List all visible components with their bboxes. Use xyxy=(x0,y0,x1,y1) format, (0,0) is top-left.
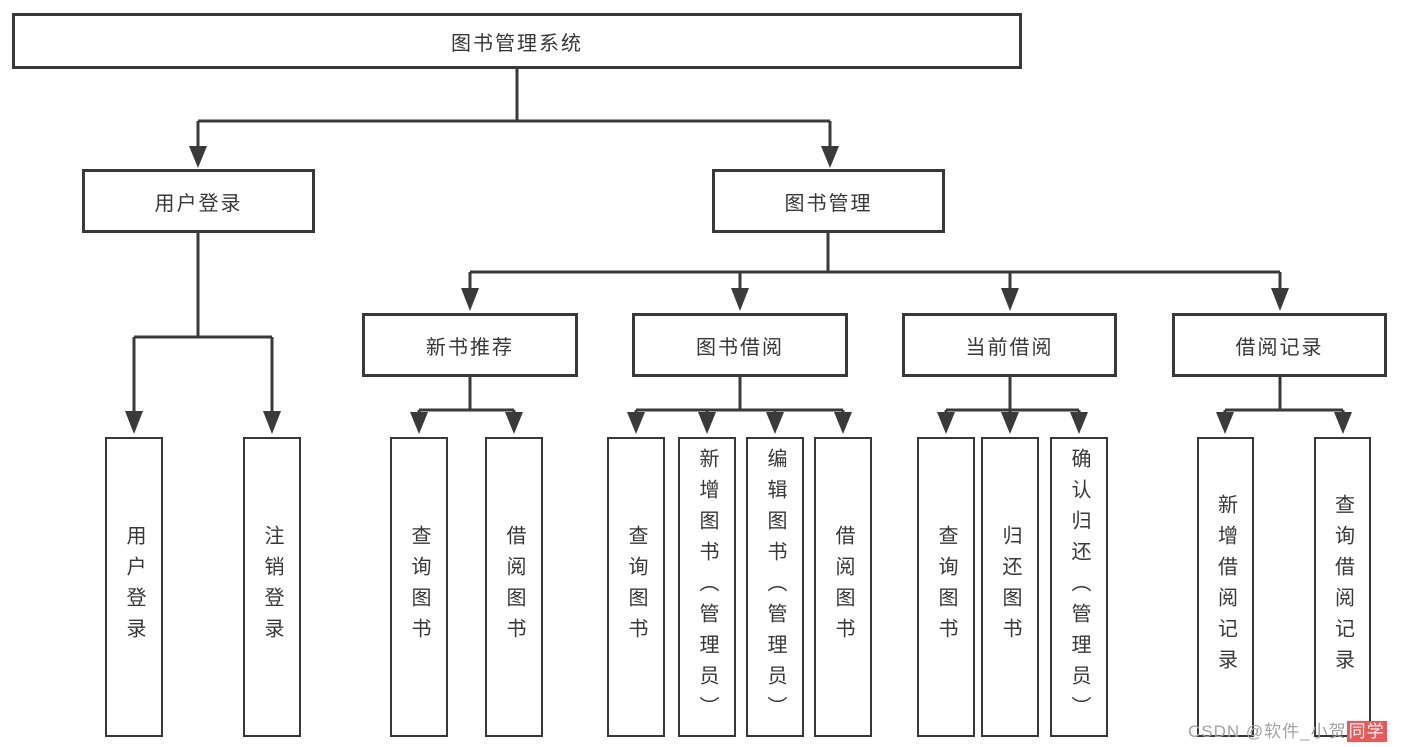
node-new-book-recommend: 新书推荐 xyxy=(362,313,578,377)
node-leaf-confirm-return-admin: 确认归还（管理员） xyxy=(1050,437,1108,737)
node-leaf-search-borrow-record: 查询借阅记录 xyxy=(1314,437,1371,737)
connector-newbook-to-leaves xyxy=(417,377,516,414)
connector-bookmgmt-to-level3 xyxy=(468,233,1282,291)
connector-currentborrow-to-leaves xyxy=(944,377,1081,414)
node-leaf-edit-book-admin: 编辑图书（管理员） xyxy=(746,437,804,737)
node-current-borrowing: 当前借阅 xyxy=(902,313,1117,377)
watermark-text: CSDN @软件_小贺 xyxy=(1188,722,1347,741)
node-leaf-logout: 注销登录 xyxy=(243,437,301,737)
connector-records-to-leaves xyxy=(1223,377,1345,414)
node-book-borrowing: 图书借阅 xyxy=(632,313,848,377)
node-user-login: 用户登录 xyxy=(82,169,315,233)
node-leaf-borrow-book-2: 借阅图书 xyxy=(814,437,872,737)
node-leaf-search-book-2: 查询图书 xyxy=(607,437,665,737)
node-leaf-borrow-book-1: 借阅图书 xyxy=(485,437,543,737)
node-book-management: 图书管理 xyxy=(712,169,945,233)
node-leaf-add-book-admin: 新增图书（管理员） xyxy=(678,437,736,737)
node-leaf-search-book-1: 查询图书 xyxy=(390,437,448,737)
arrowheads xyxy=(125,146,1352,434)
node-library-system: 图书管理系统 xyxy=(12,13,1022,69)
node-leaf-add-borrow-record: 新增借阅记录 xyxy=(1197,437,1254,737)
node-borrowing-records: 借阅记录 xyxy=(1172,313,1387,377)
watermark-highlight: 同学 xyxy=(1346,721,1387,742)
connector-bookborrow-to-leaves xyxy=(634,377,845,414)
node-leaf-user-login: 用户登录 xyxy=(105,437,163,737)
node-leaf-search-book-3: 查询图书 xyxy=(917,437,975,737)
connector-userlogin-to-leaves xyxy=(132,233,274,414)
connector-root-to-level2 xyxy=(196,69,832,150)
node-leaf-return-book: 归还图书 xyxy=(981,437,1039,737)
csdn-watermark: CSDN @软件_小贺同学 xyxy=(1188,717,1387,742)
